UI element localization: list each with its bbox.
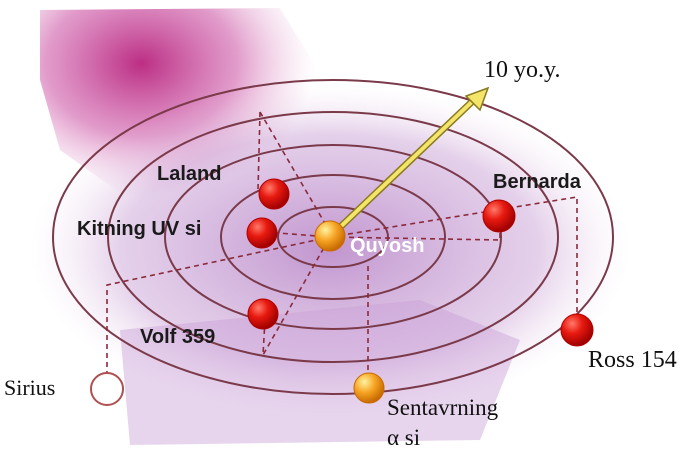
sun-label: Quyosh [350, 235, 425, 257]
projection-ross [329, 196, 578, 330]
star-sentavr [353, 372, 385, 404]
orbit-ring-1 [277, 206, 389, 268]
star-sirius [90, 372, 124, 406]
projection-volf [262, 236, 331, 356]
star-label-ross: Ross 154 [588, 347, 677, 373]
star-bernarda [482, 199, 516, 233]
projection-laland [257, 111, 331, 233]
star-label-sirius: Sirius [4, 375, 56, 400]
star-ross [560, 313, 594, 347]
orbit-ring-4 [107, 111, 559, 363]
star-label-bernarda: Bernarda [493, 171, 581, 193]
star-sun [314, 220, 346, 252]
star-kitning [246, 217, 278, 249]
star-label-laland: Laland [157, 163, 222, 185]
star-laland [258, 178, 290, 210]
star-label-volf: Volf 359 [140, 326, 216, 348]
orbit-ring-2 [220, 174, 446, 300]
projection-bernarda [329, 215, 501, 241]
star-label-kitning: Kitning UV si [77, 218, 202, 240]
projection-sirius [106, 236, 331, 385]
scale-arrow [331, 86, 490, 236]
stars [90, 178, 594, 406]
orbit-rings [52, 79, 614, 395]
star-label-sentavr-line1: Sentavrning [387, 395, 499, 420]
orbit-ring-3 [164, 144, 502, 330]
star-label-sentavr-line2: α si [387, 425, 421, 450]
star-volf [247, 298, 279, 330]
nebula-glow-lower [120, 300, 520, 445]
scale-label: 10 yo.y. [484, 57, 561, 83]
orbit-ring-5 [52, 79, 614, 395]
